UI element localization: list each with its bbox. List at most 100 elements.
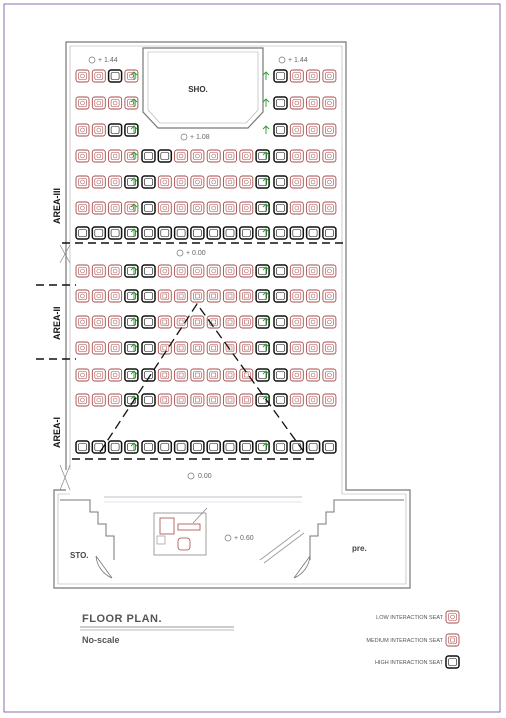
- seat-left-r1-3: [107, 69, 123, 83]
- seat-right-r7-3: [305, 226, 321, 240]
- seat-center-r6-1: [141, 201, 156, 215]
- legend-label-medium: MEDIUM INTERACTION SEAT: [366, 638, 443, 644]
- seat-right-r8-1: [273, 264, 288, 278]
- seat-left-r1-2: [91, 69, 106, 83]
- seat-left-r9-2: [91, 289, 106, 303]
- seat-right-r13-3: [306, 393, 321, 407]
- seat-center-r9-5: [206, 289, 221, 303]
- seat-left-r7-4: [124, 226, 139, 240]
- seat-right-r12-1: [273, 368, 288, 382]
- seat-left-r5-1: [75, 175, 90, 189]
- seat-center-r6-8: [255, 201, 270, 215]
- step-arrow-icon: [130, 125, 138, 134]
- seat-right-r10-2: [289, 315, 304, 329]
- sheet-border: [3, 3, 501, 713]
- seat-right-r4-4: [322, 149, 337, 163]
- legend-label-high: HIGH INTERACTION SEAT: [375, 660, 444, 666]
- seat-right-r4-2: [289, 149, 304, 163]
- level-floor: 0.00: [187, 472, 212, 480]
- seat-center-r4-7: [239, 149, 254, 163]
- step-arrow-icon: [262, 228, 270, 237]
- seat-right-r8-4: [322, 264, 337, 278]
- stage-label: SHO.: [188, 85, 208, 94]
- seat-left-r6-4: [124, 201, 139, 215]
- seat-center-r12-1: [141, 368, 156, 382]
- seating-area: [75, 69, 337, 454]
- seat-right-r10-4: [322, 315, 337, 329]
- seat-right-r2-3: [306, 96, 321, 110]
- seat-center-r9-6: [223, 289, 237, 303]
- seat-center-r4-6: [223, 149, 237, 163]
- seat-right-r6-1: [273, 201, 288, 215]
- seat-center-r13-2: [157, 393, 172, 407]
- focus-triangle: [99, 302, 305, 453]
- seat-right-r2-4: [322, 96, 337, 110]
- seat-right-r11-3: [306, 341, 321, 355]
- seat-right-r2-1: [273, 96, 288, 110]
- seat-left-r3-4: [124, 123, 139, 137]
- seat-center-r5-7: [239, 175, 254, 189]
- legend-seat-high-icon: [445, 655, 460, 669]
- seat-right-r14-2: [289, 440, 305, 454]
- level-top-right: + 1.44: [278, 56, 308, 64]
- area-label-iii: AREA-III: [52, 188, 62, 224]
- legend-label-low: LOW INTERACTION SEAT: [376, 615, 443, 621]
- seat-left-r13-1: [75, 393, 90, 407]
- level-lobby: + 0.60: [224, 534, 254, 542]
- step-arrow-icon: [130, 370, 138, 379]
- seat-center-r14-7: [239, 440, 254, 454]
- seat-center-r7-8: [255, 226, 270, 240]
- level-mid-text: + 1.08: [190, 134, 210, 141]
- seat-center-r7-2: [157, 226, 173, 240]
- seat-center-r6-6: [223, 201, 237, 215]
- seat-right-r9-3: [306, 289, 321, 303]
- store-label: STO.: [70, 551, 89, 560]
- seat-left-r14-3: [107, 440, 123, 454]
- step-arrow-icon: [262, 291, 270, 300]
- seat-left-r2-2: [91, 96, 106, 110]
- seat-right-r11-1: [273, 341, 288, 355]
- seat-right-r1-4: [322, 69, 337, 83]
- step-arrow-icon: [262, 317, 270, 326]
- seat-center-r4-4: [190, 149, 205, 163]
- seat-right-r4-3: [306, 149, 321, 163]
- seat-left-r4-1: [75, 149, 90, 163]
- seat-left-r8-4: [124, 264, 139, 278]
- seat-center-r7-3: [173, 226, 189, 240]
- legend-seat-low-icon: [445, 610, 460, 624]
- seat-center-r7-1: [141, 226, 156, 240]
- seat-right-r2-2: [289, 96, 304, 110]
- seat-right-r5-2: [289, 175, 304, 189]
- seat-left-r11-4: [124, 341, 139, 355]
- seat-center-r4-1: [141, 149, 156, 163]
- seat-left-r14-1: [75, 440, 90, 454]
- step-arrow-icon: [130, 343, 138, 352]
- side-door-left: [59, 244, 71, 491]
- seat-center-r7-4: [190, 226, 205, 240]
- seat-center-r5-2: [157, 175, 172, 189]
- seat-center-r5-5: [206, 175, 221, 189]
- seat-center-r14-6: [222, 440, 238, 454]
- prep-label: pre.: [352, 544, 367, 553]
- step-arrow-icon: [262, 370, 270, 379]
- seat-left-r5-3: [108, 175, 123, 189]
- seat-right-r11-2: [289, 341, 304, 355]
- seat-center-r6-5: [206, 201, 221, 215]
- step-arrow-icon: [262, 266, 270, 275]
- seat-center-r12-5: [206, 368, 221, 382]
- seat-left-r7-2: [91, 226, 107, 240]
- step-arrow-icon: [130, 98, 138, 107]
- seat-right-r3-4: [322, 123, 337, 137]
- seat-left-r10-4: [124, 315, 139, 329]
- step-arrow-icon: [130, 228, 138, 237]
- seat-left-r8-3: [108, 264, 123, 278]
- plan-title: FLOOR PLAN.: [82, 613, 162, 625]
- step-arrow-icon: [130, 151, 138, 160]
- seat-left-r4-2: [91, 149, 106, 163]
- hall-wall: [53, 41, 411, 589]
- seat-center-r14-8: [255, 440, 270, 454]
- seat-center-r6-2: [157, 201, 172, 215]
- seat-left-r11-1: [75, 341, 90, 355]
- seat-legend: LOW INTERACTION SEAT MEDIUM INTERACTION S…: [366, 610, 460, 669]
